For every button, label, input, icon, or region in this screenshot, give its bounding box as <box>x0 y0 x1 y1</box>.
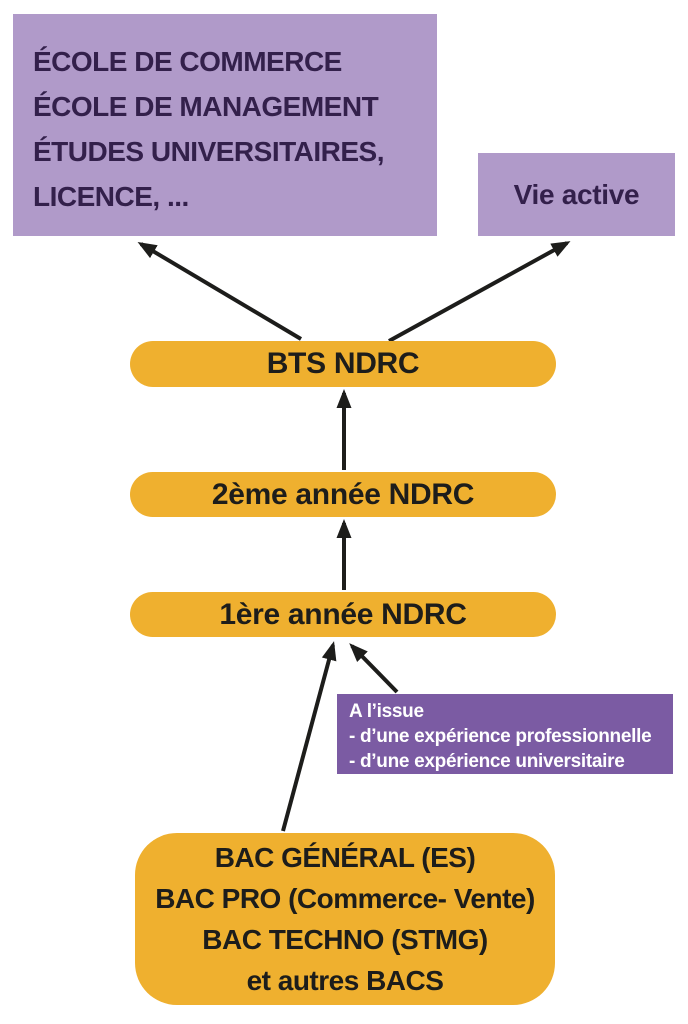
bac-line-2: BAC PRO (Commerce- Vente) <box>155 883 535 914</box>
box-1ere-annee-ndrc: 1ère année NDRC <box>130 592 556 637</box>
arrow-bts-to-higher-education-icon <box>137 241 303 341</box>
bac-line-1: BAC GÉNÉRAL (ES) <box>214 842 476 873</box>
bac-line-3: BAC TECHNO (STMG) <box>202 924 488 955</box>
box-higher-education: ÉCOLE DE COMMERCE ÉCOLE DE MANAGEMENT ÉT… <box>13 14 437 236</box>
box-2eme-annee-ndrc: 2ème année NDRC <box>130 472 556 517</box>
1ere-annee-label: 1ère année NDRC <box>219 597 467 631</box>
arrow-issue-to-1ere-icon <box>349 643 399 694</box>
box-vie-active: Vie active <box>478 153 675 236</box>
higher-education-line-4: LICENCE, ... <box>33 181 189 212</box>
box-bac: BAC GÉNÉRAL (ES) BAC PRO (Commerce- Vent… <box>135 833 555 1005</box>
higher-education-line-2: ÉCOLE DE MANAGEMENT <box>33 91 379 122</box>
bac-line-4: et autres BACS <box>246 965 444 996</box>
a-l-issue-line-2: - d’une expérience professionnelle <box>349 726 652 747</box>
a-l-issue-line-1: A l’issue <box>349 701 424 722</box>
2eme-annee-label: 2ème année NDRC <box>211 477 475 511</box>
higher-education-line-3: ÉTUDES UNIVERSITAIRES, <box>33 136 384 167</box>
box-bts-ndrc: BTS NDRC <box>130 341 556 387</box>
arrow-bac-to-1ere-icon <box>281 641 337 832</box>
higher-education-line-1: ÉCOLE DE COMMERCE <box>33 46 342 77</box>
arrow-bts-to-vie-active-icon <box>388 241 571 343</box>
a-l-issue-line-3: - d’une expérience universitaire <box>349 751 625 772</box>
vie-active-label: Vie active <box>513 178 640 210</box>
bts-ndrc-label: BTS NDRC <box>266 347 420 380</box>
box-a-l-issue: A l’issue - d’une expérience professionn… <box>337 694 673 774</box>
